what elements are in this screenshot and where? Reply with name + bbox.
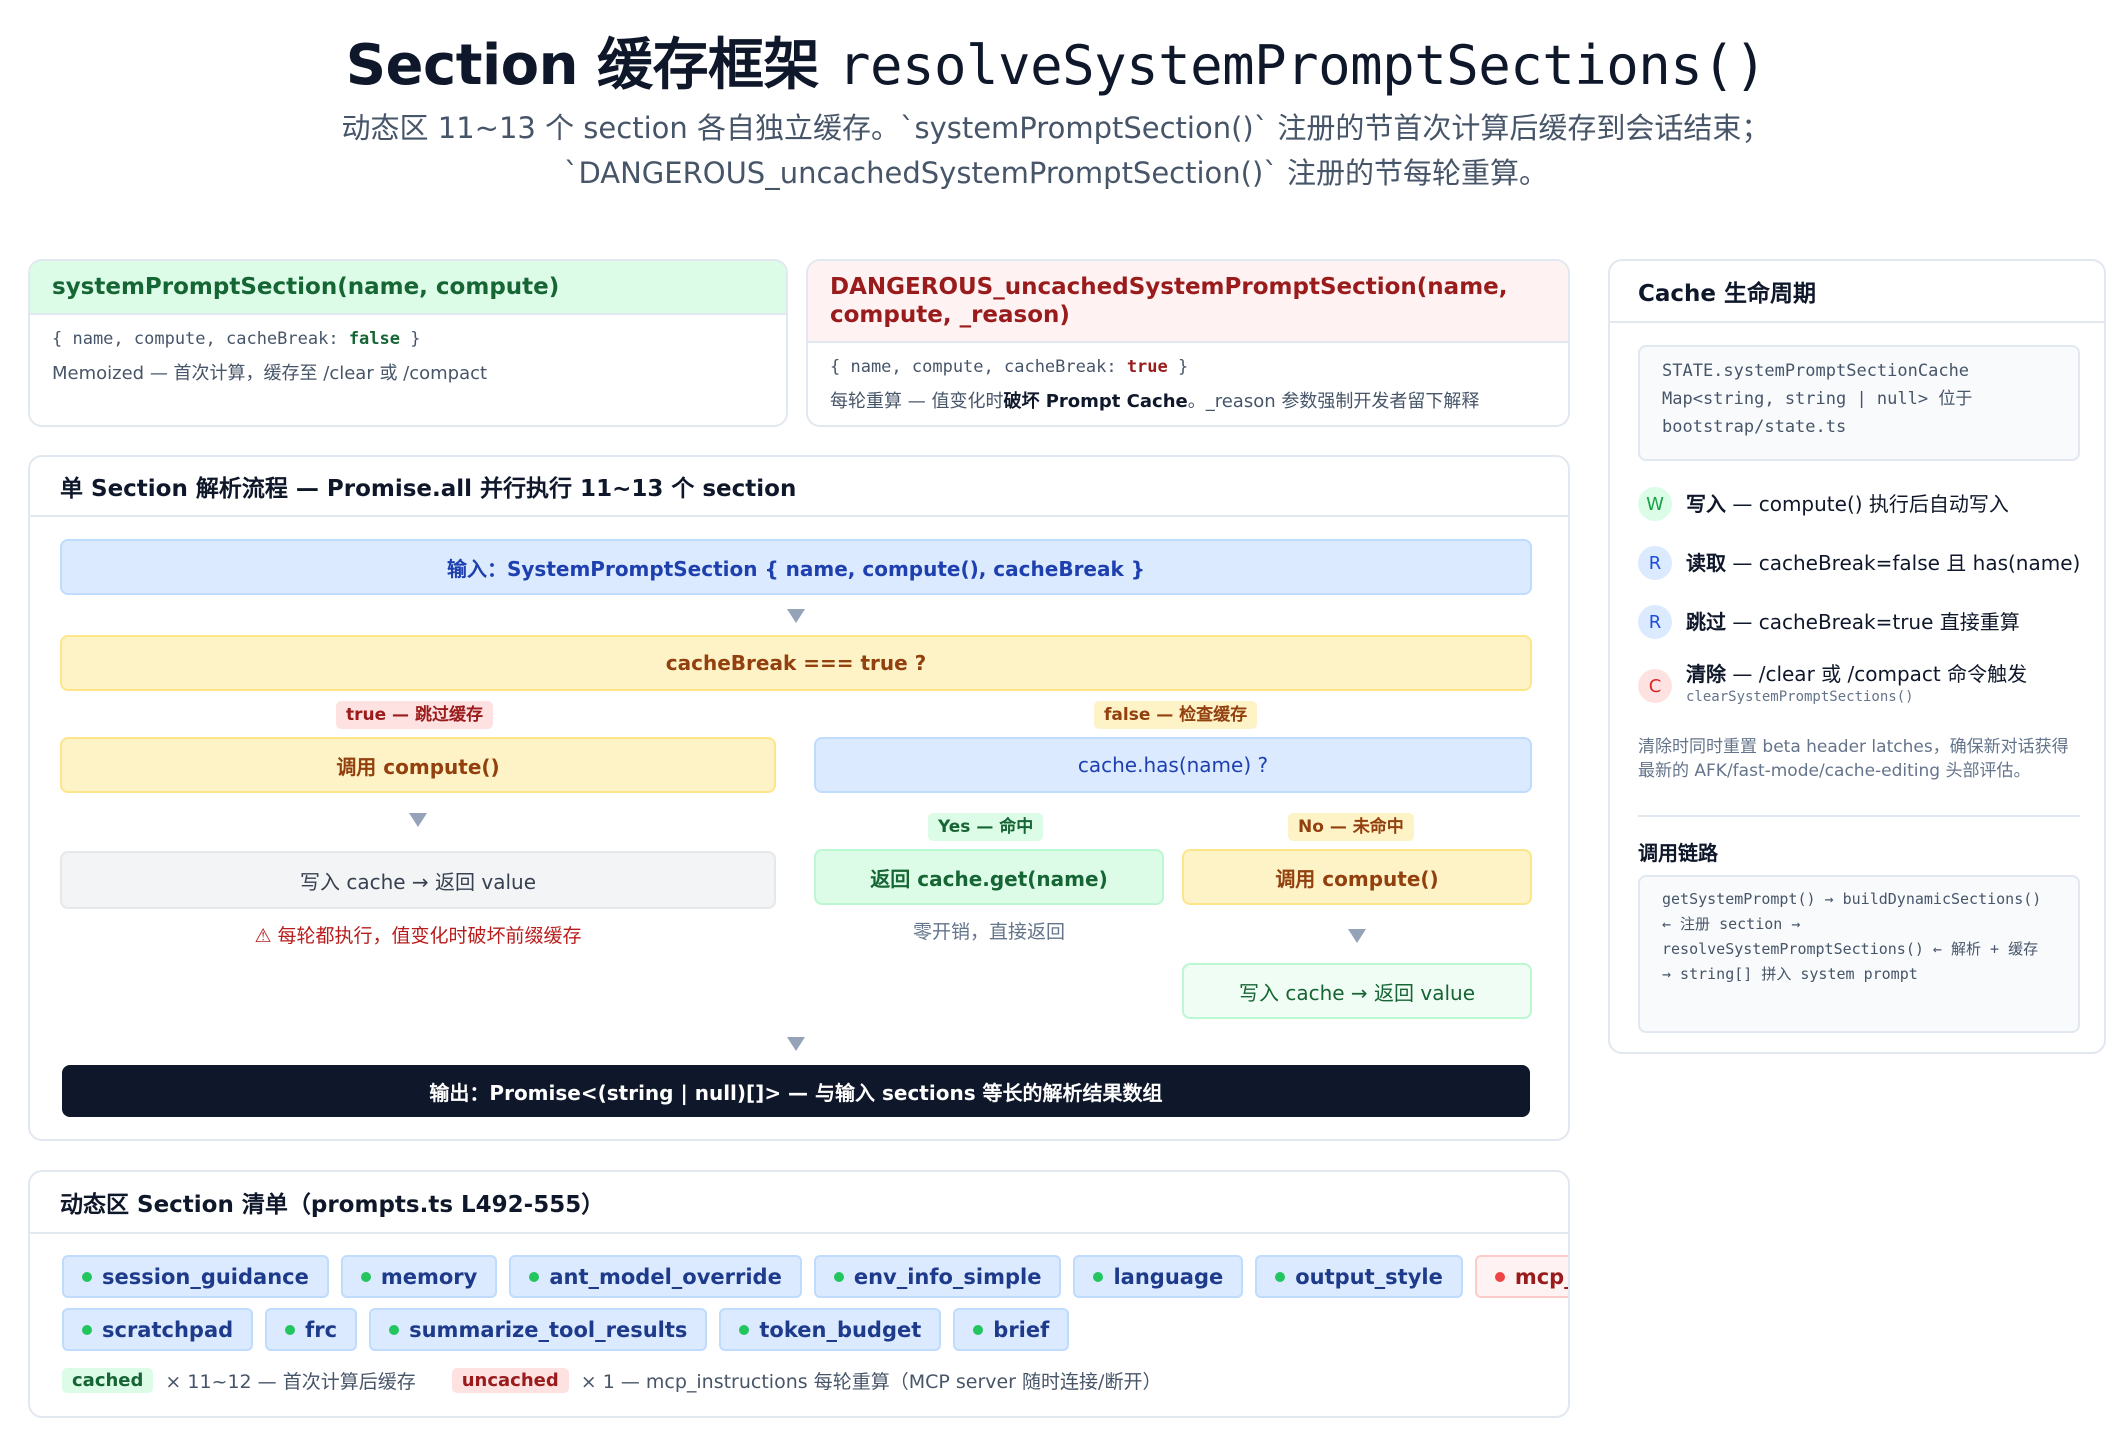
section-chip: output_style — [1255, 1255, 1463, 1298]
legend-uncached-text: × 1 — mcp_instructions 每轮重算（MCP server 随… — [580, 1371, 1162, 1393]
cache-miss-write: 写入 cache → 返回 value — [1182, 963, 1532, 1019]
cache-miss-tag: No — 未命中 — [1288, 813, 1414, 841]
sections-legend: cached × 11~12 — 首次计算后缓存 uncached × 1 — … — [62, 1367, 1161, 1394]
section-chip-uncached: mcp_instructions — [1474, 1255, 1568, 1298]
cache-hit-tag: Yes — 命中 — [928, 813, 1044, 841]
arrow-down-icon — [787, 609, 805, 623]
cached-dot-icon — [82, 1271, 92, 1282]
clear-badge-icon: C — [1638, 669, 1672, 703]
arrow-down-icon — [409, 813, 427, 827]
arrow-down-icon — [1348, 929, 1366, 943]
page-subtitle: 动态区 11~13 个 section 各自独立缓存。`systemPrompt… — [341, 111, 1771, 190]
divider — [1638, 815, 2080, 817]
legend-cached-tag: cached — [62, 1368, 154, 1393]
true-warning: ⚠ 每轮都执行，值变化时破坏前缀缓存 — [254, 925, 582, 947]
lifecycle-card-title: Cache 生命周期 — [1610, 261, 2104, 323]
true-compute: 调用 compute() — [60, 737, 776, 793]
page-title: Section 缓存框架 resolveSystemPromptSections… — [0, 20, 2112, 101]
lifecycle-note: 清除时同时重置 beta header latches，确保新对话获得最新的 A… — [1638, 737, 2069, 781]
uncached-api-desc: 每轮重算 — 值变化时破坏 Prompt Cache。_reason 参数强制开… — [830, 391, 1480, 412]
legend-uncached-tag: uncached — [451, 1368, 569, 1393]
state-code: STATE.systemPromptSectionCache Map<strin… — [1638, 345, 2080, 461]
cached-api-title: systemPromptSection(name, compute) — [30, 261, 786, 315]
lifecycle-read: R 读取 — cacheBreak=false 且 has(name) — [1638, 546, 2080, 580]
cache-hit-note: 零开销，直接返回 — [912, 921, 1065, 943]
flow-card-title: 单 Section 解析流程 — Promise.all 并行执行 11~13 … — [30, 457, 1568, 517]
cached-dot-icon — [1275, 1271, 1286, 1282]
section-chip: session_guidance — [62, 1255, 329, 1298]
flow-card: 单 Section 解析流程 — Promise.all 并行执行 11~13 … — [28, 455, 1570, 1141]
true-branch-tag: true — 跳过缓存 — [336, 701, 493, 729]
flow-decision-cachebreak: cacheBreak === true ? — [60, 635, 1532, 691]
sections-card-title: 动态区 Section 清单（prompts.ts L492-555） — [30, 1172, 1568, 1234]
section-chip: frc — [265, 1308, 358, 1351]
section-chip: language — [1073, 1255, 1244, 1298]
section-chip-list: session_guidance memory ant_model_overri… — [62, 1255, 1568, 1361]
cached-dot-icon — [973, 1324, 984, 1335]
arrow-down-icon — [787, 1037, 805, 1051]
cache-hit-return: 返回 cache.get(name) — [814, 849, 1164, 905]
cache-has-check: cache.has(name) ? — [814, 737, 1532, 793]
cached-dot-icon — [529, 1271, 540, 1282]
cached-dot-icon — [82, 1324, 92, 1335]
cached-dot-icon — [833, 1271, 844, 1282]
cached-api-desc: Memoized — 首次计算，缓存至 /clear 或 /compact — [52, 363, 488, 384]
sections-card: 动态区 Section 清单（prompts.ts L492-555） sess… — [28, 1170, 1570, 1418]
section-chip: summarize_tool_results — [369, 1308, 708, 1351]
uncached-api-signature: { name, compute, cacheBreak: true } — [830, 357, 1189, 377]
cached-dot-icon — [360, 1271, 371, 1282]
cached-dot-icon — [389, 1324, 400, 1335]
cache-miss-compute: 调用 compute() — [1182, 849, 1532, 905]
cached-dot-icon — [285, 1324, 296, 1335]
lifecycle-card: Cache 生命周期 STATE.systemPromptSectionCach… — [1608, 259, 2106, 1054]
legend-cached-text: × 11~12 — 首次计算后缓存 — [165, 1371, 416, 1393]
title-main: Section 缓存框架 — [345, 33, 820, 98]
section-chip-row: scratchpad frc summarize_tool_results to… — [62, 1308, 1568, 1351]
skip-badge-icon: R — [1638, 605, 1672, 639]
cached-api-signature: { name, compute, cacheBreak: false } — [52, 329, 421, 349]
section-chip: brief — [953, 1308, 1070, 1351]
section-chip: token_budget — [719, 1308, 942, 1351]
cached-dot-icon — [1093, 1271, 1104, 1282]
false-branch-tag: false — 检查缓存 — [1094, 701, 1258, 729]
read-badge-icon: R — [1638, 546, 1672, 580]
flow-input: 输入：SystemPromptSection { name, compute()… — [60, 539, 1532, 595]
uncached-dot-icon — [1494, 1271, 1505, 1282]
call-chain-code: getSystemPrompt() → buildDynamicSections… — [1638, 875, 2080, 1033]
section-chip: memory — [340, 1255, 498, 1298]
section-chip: env_info_simple — [813, 1255, 1062, 1298]
section-chip-row: session_guidance memory ant_model_overri… — [62, 1255, 1568, 1298]
lifecycle-skip: R 跳过 — cacheBreak=true 直接重算 — [1638, 605, 2020, 639]
cached-api-card: systemPromptSection(name, compute) { nam… — [28, 259, 788, 427]
section-chip: ant_model_override — [509, 1255, 802, 1298]
lifecycle-write: W 写入 — compute() 执行后自动写入 — [1638, 487, 2009, 521]
title-code: resolveSystemPromptSections() — [838, 34, 1767, 97]
uncached-api-title: DANGEROUS_uncachedSystemPromptSection(na… — [808, 261, 1568, 343]
call-chain-title: 调用链路 — [1638, 841, 1718, 865]
uncached-api-card: DANGEROUS_uncachedSystemPromptSection(na… — [806, 259, 1570, 427]
true-write-cache: 写入 cache → 返回 value — [60, 851, 776, 909]
cached-dot-icon — [739, 1324, 750, 1335]
section-chip: scratchpad — [62, 1308, 254, 1351]
flow-output: 输出：Promise<(string | null)[]> — 与输入 sect… — [62, 1065, 1530, 1117]
write-badge-icon: W — [1638, 487, 1672, 521]
